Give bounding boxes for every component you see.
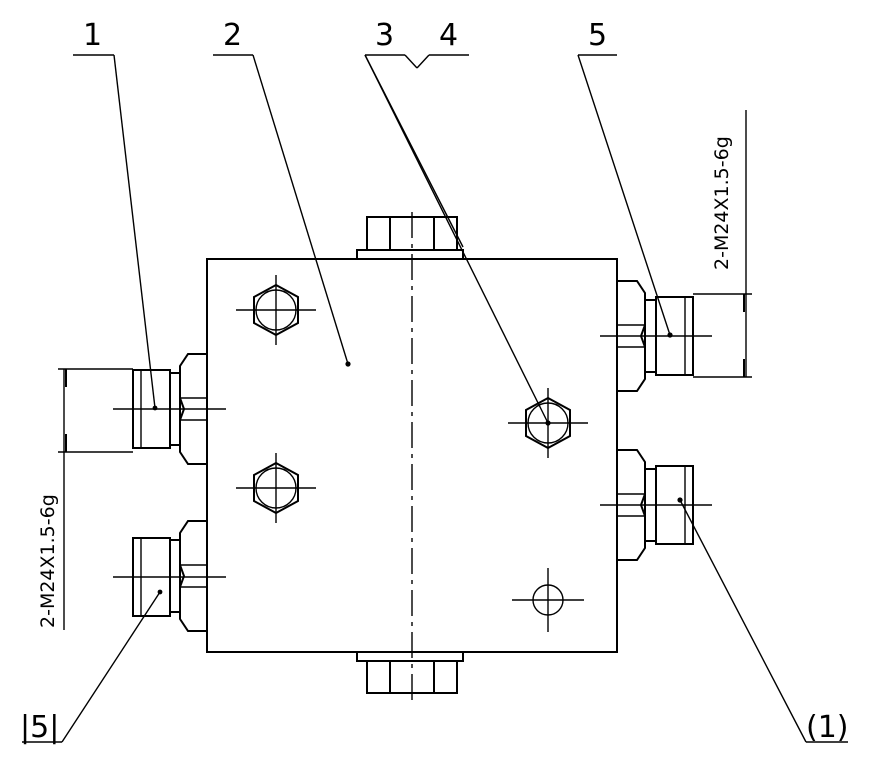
right-fitting-lower [600, 449, 712, 561]
bottom-plug [356, 651, 464, 694]
callout-1-label: 1 [83, 18, 102, 53]
leader-lines [22, 54, 848, 743]
right-thread-dimension [693, 110, 752, 378]
callout-bottom-right-label: (1) [806, 710, 849, 745]
hex-bolt-top-left [236, 275, 316, 345]
callout-3-label: 3 [375, 18, 394, 53]
callout-bottom-left-label: |5| [20, 710, 59, 745]
bolt-hole-bottom-right [512, 568, 584, 632]
thread-spec-left: 2-M24X1.5-6g [37, 494, 59, 628]
top-plug [356, 216, 464, 260]
hex-bolt-bottom-left [236, 453, 316, 523]
left-fitting-upper [113, 353, 226, 465]
left-fitting-lower [113, 520, 226, 632]
callout-4-label: 4 [439, 18, 458, 53]
thread-spec-right: 2-M24X1.5-6g [711, 136, 733, 270]
left-thread-dimension [58, 368, 133, 630]
right-fitting-upper [600, 280, 712, 392]
callout-2-label: 2 [223, 18, 242, 53]
callout-5-label: 5 [588, 18, 607, 53]
